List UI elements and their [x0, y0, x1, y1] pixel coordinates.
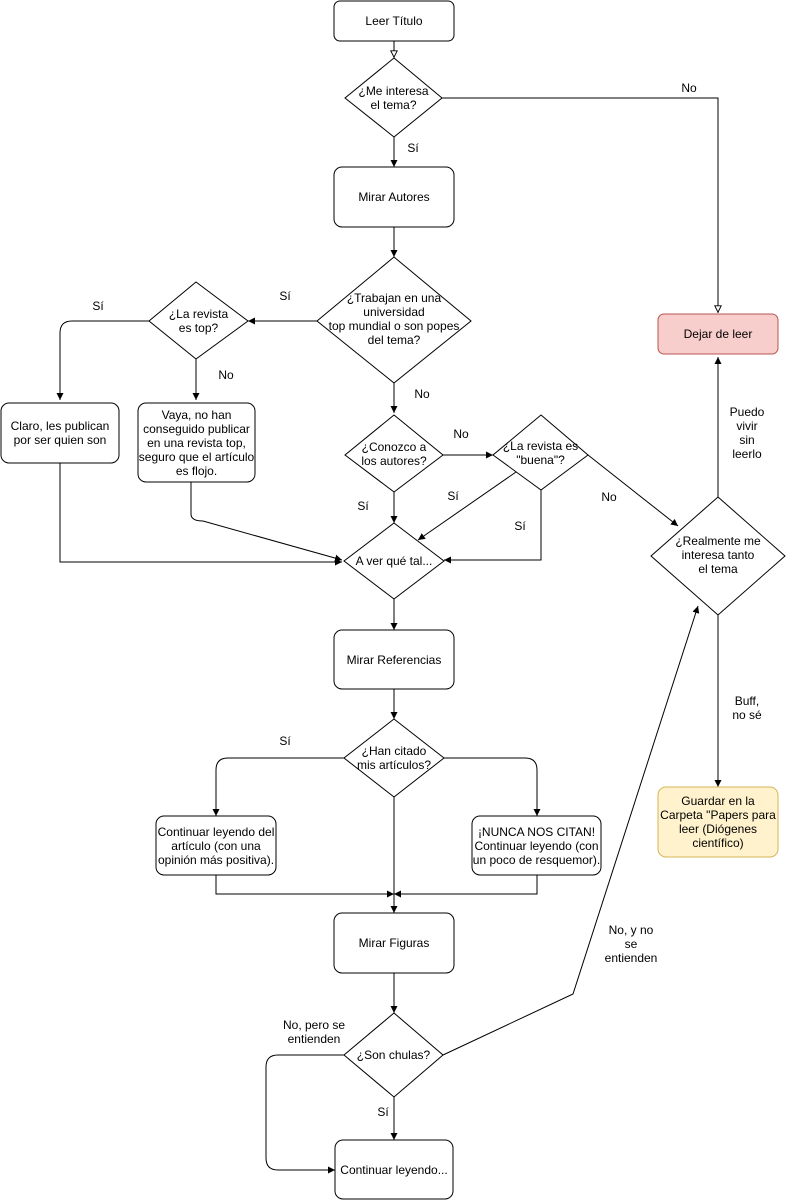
label-buena-si-diag: Sí	[446, 489, 460, 503]
edge-revistatop-claro	[56, 320, 149, 400]
node-realmente	[650, 496, 786, 616]
label-buena-si-down: Sí	[513, 519, 527, 533]
node-nunca-citan	[471, 815, 602, 876]
node-dejar	[657, 313, 779, 355]
edge-buena-aver-down	[444, 490, 542, 564]
node-claro	[0, 402, 120, 464]
label-top-si: Sí	[91, 299, 105, 313]
node-a-ver	[343, 522, 445, 600]
label-interesa-si: Sí	[406, 141, 420, 155]
node-conozco	[344, 414, 444, 493]
edge-citado-nunca	[444, 757, 541, 816]
node-vaya	[137, 402, 256, 483]
label-interesa-no: No	[680, 81, 698, 95]
edge-nunca-figuras	[394, 875, 538, 898]
label-conozco-si: Sí	[356, 499, 370, 513]
label-chulas-si: Sí	[376, 1105, 390, 1119]
edge-citado-positiva	[212, 757, 344, 816]
edge-chulas-continuar-left	[265, 1054, 344, 1174]
node-leer-titulo	[333, 0, 455, 42]
node-son-chulas	[343, 1012, 444, 1098]
node-me-interesa	[344, 57, 443, 138]
label-trabajan-si: Sí	[278, 289, 292, 303]
edge-vaya-aver	[190, 482, 343, 562]
edge-chulas-realmente	[442, 605, 700, 1056]
edges	[56, 40, 718, 1174]
edge-claro-aver	[59, 463, 342, 566]
label-top-no: No	[217, 368, 235, 382]
node-han-citado	[343, 718, 445, 798]
node-guardar	[657, 786, 779, 858]
edge-buena-no-realmente	[587, 454, 679, 527]
label-buena-no: No	[600, 490, 618, 504]
node-mirar-referencias	[333, 629, 455, 690]
node-continuar-positiva	[155, 815, 277, 876]
node-mirar-autores	[333, 166, 455, 228]
node-continuar	[334, 1139, 454, 1200]
edge-buena-aver-diag	[417, 471, 517, 541]
label-conozco-no: No	[452, 427, 470, 441]
node-mirar-figuras	[333, 912, 455, 974]
label-puedo-vivir: Puedo vivir sin leerlo	[728, 405, 766, 461]
node-revista-top	[148, 281, 249, 360]
label-no-pero: No, pero se entienden	[281, 1018, 347, 1046]
node-trabajan	[316, 256, 472, 384]
label-buff: Buff, no sé	[731, 694, 763, 722]
label-no-se-entienden: No, y no se entienden	[603, 923, 659, 965]
node-revista-buena	[492, 414, 589, 491]
label-citado-si: Sí	[278, 734, 292, 748]
edge-interesa-no-dejar	[442, 97, 718, 313]
label-trabajan-no: No	[413, 387, 431, 401]
edge-positiva-figuras	[215, 875, 394, 898]
